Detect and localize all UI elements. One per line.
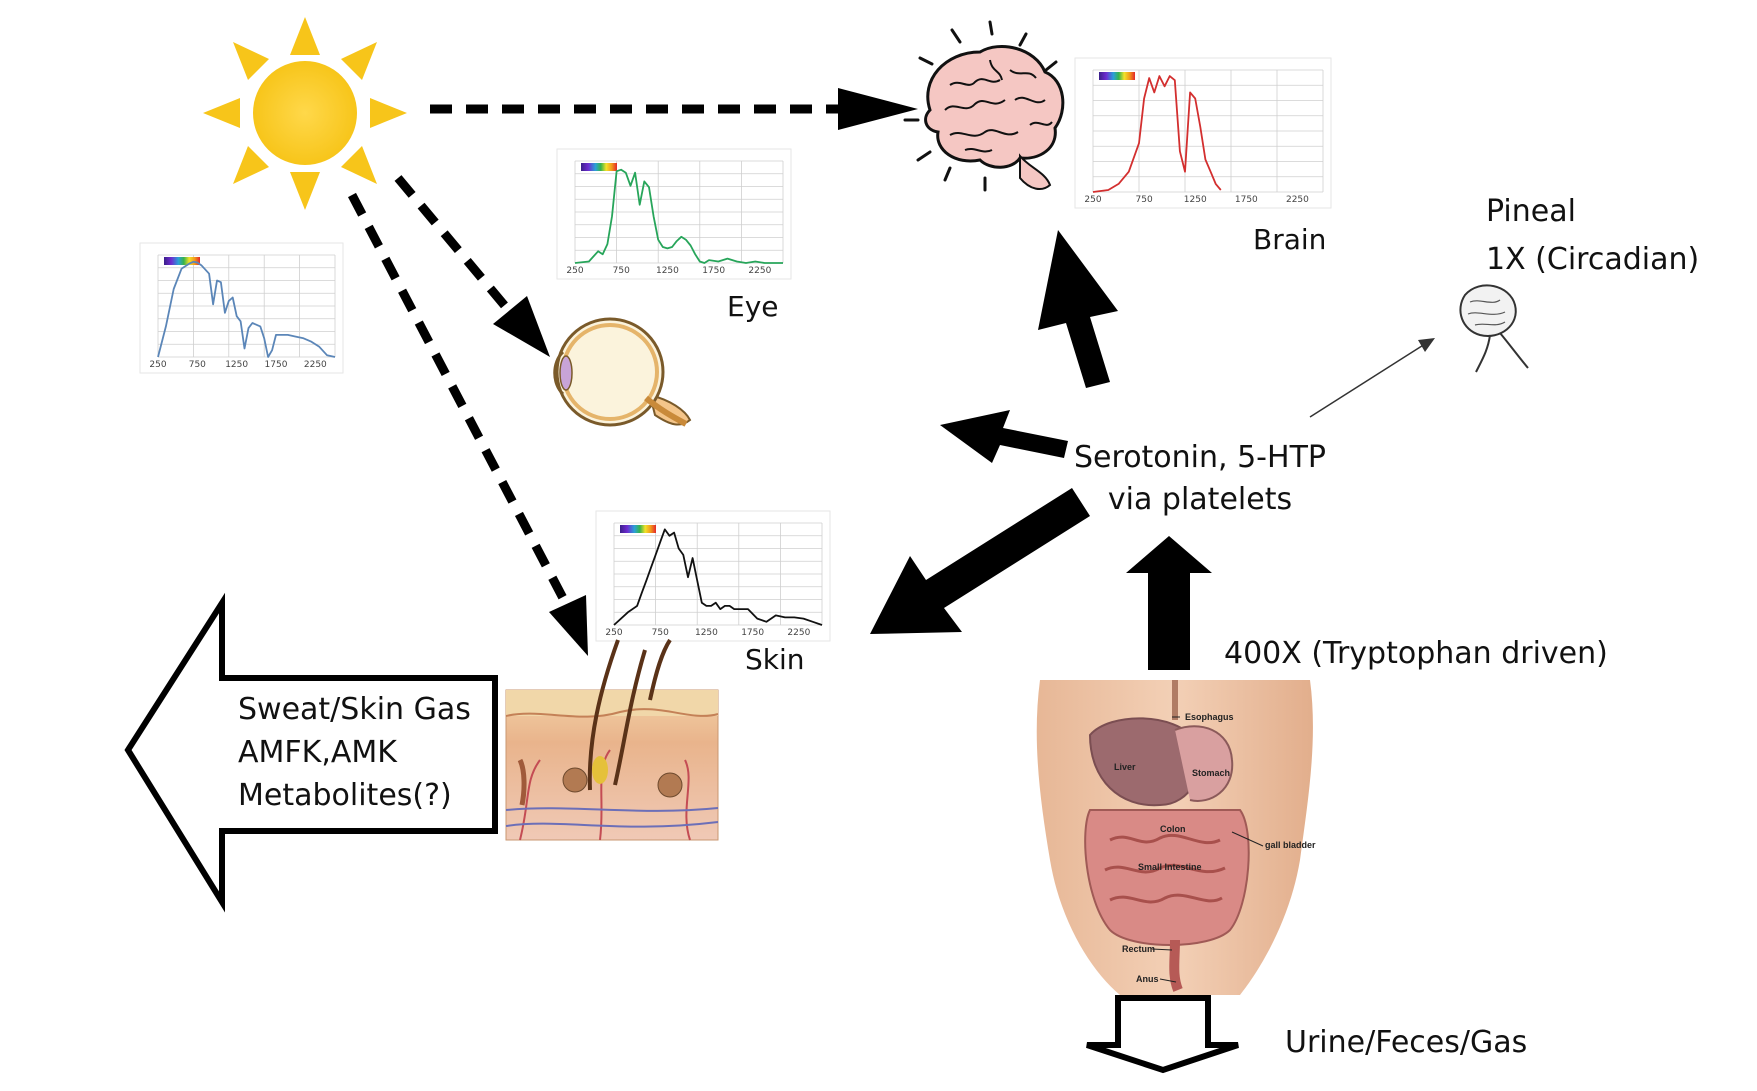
spectrum-color-bar — [620, 525, 656, 533]
pineal-rate-label: 1X (Circadian) — [1486, 242, 1700, 277]
x-tick-label: 250 — [1084, 195, 1101, 205]
x-tick-label: 250 — [149, 360, 166, 370]
pineal-label: Pineal — [1486, 194, 1576, 229]
serotonin-label: Serotonin, 5-HTP — [1074, 440, 1326, 475]
eye-label: Eye — [727, 290, 779, 323]
x-tick-label: 1750 — [265, 360, 288, 370]
spectrum-color-bar — [1099, 72, 1135, 80]
anatomy-label-stomach: Stomach — [1192, 768, 1230, 778]
output-amfk-label: AMFK,AMK — [238, 735, 397, 770]
spectrum-color-bar — [581, 163, 617, 171]
anatomy-label-colon: Colon — [1160, 824, 1186, 834]
spectrum-curve — [574, 168, 783, 264]
serotonin-text: Serotonin, 5-HTP via platelets — [1040, 437, 1360, 521]
spectrum-curve — [1092, 75, 1222, 193]
tryptophan-label: 400X (Tryptophan driven) — [1224, 636, 1608, 671]
excretion-label: Urine/Feces/Gas — [1285, 1025, 1528, 1060]
anatomy-label-gall-bladder: gall bladder — [1265, 840, 1316, 850]
spectrum-curve — [613, 528, 823, 626]
x-tick-label: 250 — [605, 628, 622, 638]
serotonin-to-skin-arrow — [870, 488, 1090, 634]
skin-output-arrow — [124, 592, 498, 913]
pineal-icon — [1459, 284, 1529, 373]
spectrum-color-bar — [164, 257, 200, 265]
x-tick-label: 1750 — [702, 266, 725, 276]
sunlight-to-skin-arrow — [348, 192, 588, 656]
x-tick-label: 1250 — [225, 360, 248, 370]
brain-label: Brain — [1253, 223, 1327, 256]
x-tick-label: 2250 — [748, 266, 771, 276]
anatomy-label-small-intestine: Small Intestine — [1138, 862, 1202, 872]
sun-icon — [203, 17, 407, 210]
x-tick-label: 2250 — [787, 628, 810, 638]
x-tick-label: 1250 — [1184, 195, 1207, 205]
gut-to-serotonin-arrow — [1126, 536, 1212, 670]
x-tick-label: 1750 — [741, 628, 764, 638]
skin-spectrum-chart: 250 750 1250 1750 2250 — [595, 510, 831, 642]
x-tick-label: 750 — [1136, 195, 1153, 205]
x-tick-label: 750 — [189, 360, 206, 370]
anatomy-label-rectum: Rectum — [1122, 944, 1155, 954]
anatomy-label-liver: Liver — [1114, 762, 1136, 772]
brain-spectrum-chart: 250 750 1250 1750 2250 — [1074, 57, 1332, 209]
output-sweat-label: Sweat/Skin Gas — [238, 692, 471, 727]
eye-spectrum-chart: 250 750 1250 1750 2250 — [556, 148, 792, 280]
pineal-text: Pineal 1X (Circadian) — [1486, 188, 1699, 284]
x-tick-label: 750 — [652, 628, 669, 638]
x-tick-label: 1250 — [695, 628, 718, 638]
anatomy-label-esophagus: Esophagus — [1185, 712, 1234, 722]
x-tick-label: 2250 — [304, 360, 327, 370]
serotonin-to-brain-arrow — [1038, 230, 1118, 388]
spectrum-curve — [157, 260, 336, 358]
chart-frame — [1074, 57, 1332, 209]
x-tick-label: 250 — [566, 266, 583, 276]
anatomy-label-anus: Anus — [1136, 974, 1159, 984]
eye-icon — [553, 317, 692, 427]
x-tick-label: 1750 — [1235, 195, 1258, 205]
serotonin-to-eye-arrow — [940, 410, 1068, 463]
x-tick-label: 2250 — [1286, 195, 1309, 205]
sunlight-to-brain-arrow — [430, 88, 918, 130]
x-tick-label: 1250 — [656, 266, 679, 276]
skin-icon — [505, 638, 719, 841]
output-metabolites-label: Metabolites(?) — [238, 778, 452, 813]
platelets-label: via platelets — [1107, 482, 1293, 517]
skin-label: Skin — [745, 643, 805, 676]
excretion-arrow — [1086, 995, 1239, 1074]
sunlight-spectrum-chart: 250 750 1250 1750 2250 — [139, 242, 344, 374]
sunlight-to-eye-arrow — [394, 175, 550, 357]
serotonin-to-pineal-arrow — [1309, 338, 1435, 418]
digestive-system-icon: Esophagus Liver Stomach Colon gall bladd… — [1036, 680, 1316, 995]
output-text: Sweat/Skin Gas AMFK,AMK Metabolites(?) — [238, 688, 471, 817]
brain-icon — [903, 20, 1065, 192]
x-tick-label: 750 — [613, 266, 630, 276]
